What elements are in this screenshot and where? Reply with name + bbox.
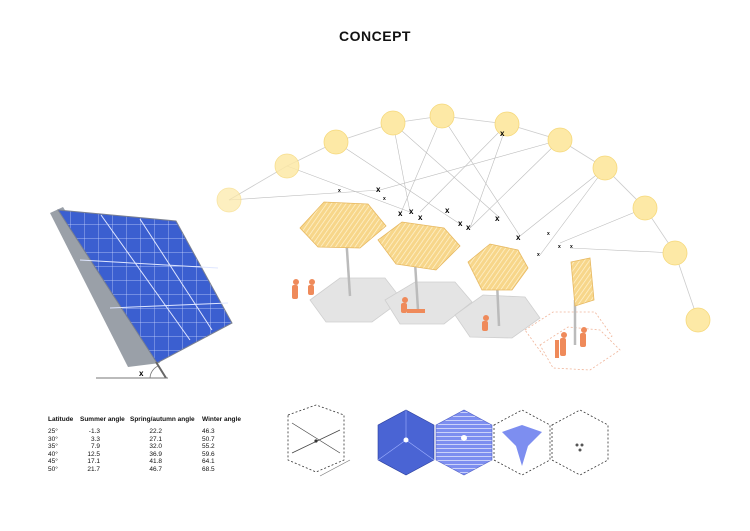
svg-text:x: x: [570, 244, 573, 250]
tripod-hex-icon: [493, 409, 551, 476]
table-header: Summer angle: [80, 416, 125, 423]
svg-text:x: x: [537, 252, 540, 258]
geometry-hex-icon: [287, 404, 351, 477]
svg-text:x: x: [409, 207, 414, 216]
sun-circle: [632, 195, 658, 221]
table-header: Latitude: [48, 416, 74, 423]
sun-circle: [685, 307, 711, 333]
sun-circle: [274, 153, 300, 179]
striped-panel-hex-icon: [435, 409, 493, 476]
svg-text:x: x: [558, 244, 561, 250]
svg-text:x: x: [445, 206, 450, 215]
svg-text:x: x: [376, 185, 381, 194]
svg-text:x: x: [495, 214, 500, 223]
sun-circle: [380, 110, 406, 136]
canopy-2: [377, 221, 461, 311]
svg-text:x: x: [547, 231, 550, 237]
table-header: Spring/autumn angle: [130, 416, 195, 423]
page-title: CONCEPT: [339, 28, 411, 44]
panel-angle-label: x: [139, 369, 144, 378]
sun-angle-table: Latitude Summer angle Spring/autumn angl…: [48, 416, 241, 474]
solid-panel-hex-icon: [377, 409, 435, 476]
svg-text:x: x: [516, 233, 521, 242]
people-figures: [292, 279, 587, 358]
svg-text:x: x: [466, 223, 471, 232]
sun-positions: [216, 103, 711, 333]
svg-text:x: x: [418, 213, 423, 222]
svg-text:x: x: [398, 209, 403, 218]
sun-circle: [547, 127, 573, 153]
sun-circle: [494, 111, 520, 137]
svg-text:x: x: [383, 196, 386, 202]
canopy-4: [570, 257, 595, 345]
sun-circle: [662, 240, 688, 266]
sun-circle: [216, 187, 242, 213]
solar-panel: [50, 207, 233, 379]
tracker-markers: x x x x x x x x x x x x x x x x: [338, 129, 573, 258]
sun-circle: [592, 155, 618, 181]
svg-text:x: x: [458, 219, 463, 228]
empty-hex-icon: [551, 409, 609, 476]
sun-circle: [429, 103, 455, 129]
table-header: Winter angle: [202, 416, 241, 423]
sun-path: [228, 115, 699, 321]
canopy-3: [467, 243, 529, 327]
canopy-1: [299, 201, 387, 297]
sun-circle: [323, 129, 349, 155]
svg-text:x: x: [338, 188, 341, 194]
svg-text:x: x: [500, 129, 505, 138]
